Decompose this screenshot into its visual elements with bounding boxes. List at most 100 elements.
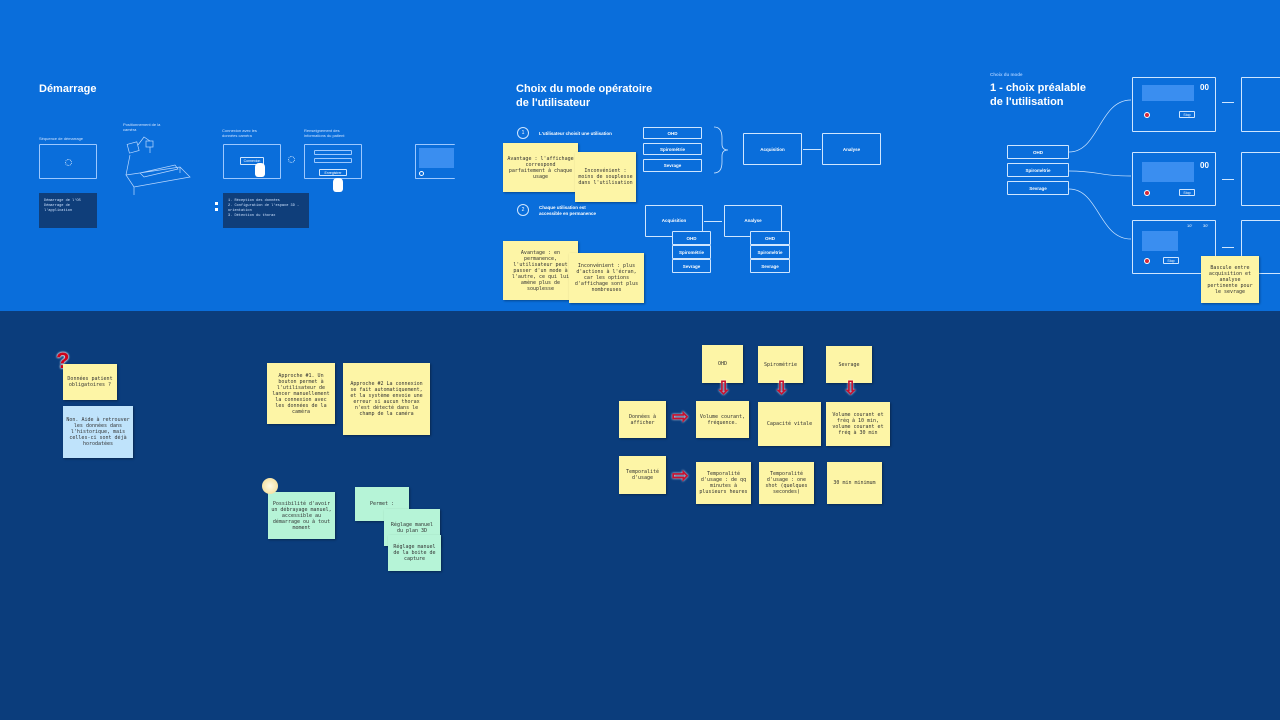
screen-connexion: Connexion — [223, 144, 281, 179]
radio-icon — [419, 171, 424, 176]
arrow-icon — [1222, 179, 1234, 180]
frame-title-line2: de l'utilisateur — [516, 97, 591, 109]
sticky-spiro-donnees[interactable]: Capacité vitale — [758, 402, 821, 446]
record-icon[interactable] — [1144, 190, 1150, 196]
mode-ohd[interactable]: OHD — [1007, 145, 1069, 159]
mode-sevrage: Sevrage — [643, 159, 702, 172]
patient-input-1[interactable] — [314, 150, 352, 155]
lightbulb-icon — [262, 478, 278, 494]
record-icon[interactable] — [1144, 112, 1150, 118]
frame-overline: Choix du mode — [990, 72, 1023, 77]
readout: 00 — [1200, 161, 1209, 170]
connexion-button[interactable]: Connexion — [240, 157, 264, 165]
label-sequence: Séquence de démarrage — [39, 136, 84, 141]
right-arrow-icon: ⇨ — [672, 406, 689, 428]
down-arrow-icon: ⇩ — [716, 378, 732, 398]
sticky-sevrage-temporalite[interactable]: 30 min minimum — [827, 462, 882, 504]
frame-title: Démarrage — [39, 83, 97, 95]
frame-title-line1: 1 - choix préalable — [990, 82, 1086, 94]
analyse-box: Analyse — [822, 133, 881, 165]
step-1-text: L'utilisateur choisit une utilisation — [539, 131, 612, 136]
down-arrow-icon: ⇩ — [774, 378, 790, 398]
more-icon — [215, 202, 218, 211]
step-2-text: Chaque utilisation est accessible en per… — [539, 205, 597, 216]
sticky-sevrage[interactable]: Sevrage — [826, 346, 872, 383]
stop-button[interactable]: Stop — [1179, 111, 1195, 118]
hand-pointer-icon — [255, 163, 265, 177]
stop-button[interactable]: Stop — [1179, 189, 1195, 196]
readout: 00 — [1200, 83, 1209, 92]
sticky-approche-2[interactable]: Approche #2 La connexion se fait automat… — [343, 363, 430, 435]
sticky-ohd-temporalite[interactable]: Temporalité d'usage : de qq minutes à pl… — [696, 462, 751, 504]
spirometrie-screen: 00 Stop — [1132, 152, 1216, 206]
hand-pointer-icon — [333, 178, 343, 192]
time-label: 30' — [1203, 223, 1209, 228]
sticky-question[interactable]: Données patient obligatoires ? — [63, 364, 117, 400]
camera-setup-illustration — [125, 136, 191, 195]
waveform-chart — [1142, 85, 1194, 101]
sticky-answer[interactable]: Non. Aide à retrouver les données dans l… — [63, 406, 133, 458]
sticky-temporalite-label[interactable]: Temporalité d'usage — [619, 456, 666, 494]
frame-title-line2: de l'utilisation — [990, 96, 1064, 108]
ohd-screen: 00 Stop — [1132, 77, 1216, 132]
patient-input-2[interactable] — [314, 158, 352, 163]
connector-curves — [1069, 99, 1132, 240]
sticky-ohd-donnees[interactable]: Volume courant, fréquence. — [696, 401, 749, 438]
sticky-approche-1[interactable]: Approche #1. Un bouton permet à l'utilis… — [267, 363, 335, 424]
brace-icon — [713, 126, 729, 174]
time-label: 10' — [1187, 223, 1193, 228]
waveform-chart — [1142, 162, 1194, 182]
arrow-icon — [704, 221, 722, 222]
stop-button[interactable]: Stop — [1163, 257, 1179, 264]
waveform-chart — [1142, 231, 1178, 251]
right-arrow-icon: ⇨ — [672, 465, 689, 487]
sticky-reglage-boite[interactable]: Réglage manuel de la boite de capture — [388, 535, 441, 571]
sticky-avantage-2[interactable]: Avantage : en permanence, l'utilisateur … — [503, 241, 578, 300]
spinner-icon — [288, 156, 295, 163]
mode-spirometrie[interactable]: Spirométrie — [1007, 163, 1069, 177]
analyse-screen — [1241, 220, 1280, 274]
arrow-icon — [1222, 247, 1234, 248]
analyse-screen — [1241, 77, 1280, 132]
acquisition-box: Acquisition — [743, 133, 802, 165]
down-arrow-icon: ⇩ — [843, 378, 859, 398]
label-connexion: Connexion avec les données caméra — [222, 128, 257, 138]
screen-patient-form: Enregistrer — [304, 144, 362, 179]
mode-spirometrie: Spirométrie — [643, 143, 702, 155]
mode-spirometrie: Spirométrie — [672, 245, 711, 259]
arrow-icon — [803, 149, 821, 150]
frame-title-line1: Choix du mode opératoire — [516, 83, 653, 95]
mode-spirometrie: Spirométrie — [750, 245, 790, 259]
mode-ohd: OHD — [750, 231, 790, 245]
step-1-badge: 1 — [517, 127, 529, 139]
sticky-donnees-label[interactable]: Données à afficher — [619, 401, 666, 438]
sticky-sevrage-donnees[interactable]: Volume courant et fréq à 10 min, volume … — [826, 402, 890, 446]
sticky-ohd[interactable]: OHD — [702, 345, 743, 383]
terminal-boot: Démarrage de l'OS Démarrage de l'applica… — [39, 193, 97, 228]
sticky-spiro-temporalite[interactable]: Temporalité d'usage : one shot (quelques… — [759, 462, 814, 504]
sticky-inconvenient-1[interactable]: Inconvénient : moins de souplesse dans l… — [575, 152, 636, 202]
mode-sevrage: Sevrage — [750, 259, 790, 273]
mode-sevrage[interactable]: Sevrage — [1007, 181, 1069, 195]
sticky-bascule[interactable]: Bascule entre acquisition et analyse per… — [1201, 256, 1259, 303]
preview-area — [419, 148, 454, 168]
record-icon[interactable] — [1144, 258, 1150, 264]
sticky-spirometrie[interactable]: Spirométrie — [758, 346, 803, 383]
terminal-connexion: 1. Réception des données 2. Configuratio… — [223, 193, 309, 228]
label-patient: Renseignement des informations du patien… — [304, 128, 345, 138]
enregistrer-button[interactable]: Enregistrer — [319, 169, 347, 176]
spinner-icon — [65, 159, 72, 166]
mode-ohd: OHD — [643, 127, 702, 139]
screen-partial — [415, 144, 455, 179]
sevrage-screen: 10' 30' Stop — [1132, 220, 1216, 274]
sticky-idea[interactable]: Possibilité d'avoir un débrayage manuel,… — [268, 492, 335, 539]
sticky-avantage-1[interactable]: Avantage : l'affichage correspond parfai… — [503, 143, 578, 192]
analyse-screen — [1241, 152, 1280, 206]
mode-ohd: OHD — [672, 231, 711, 245]
arrow-icon — [1222, 102, 1234, 103]
label-camera: Positionnement de la caméra — [123, 122, 161, 132]
step-2-badge: 2 — [517, 204, 529, 216]
sticky-inconvenient-2[interactable]: Inconvénient : plus d'actions à l'écran,… — [569, 253, 644, 303]
mode-sevrage: Sevrage — [672, 259, 711, 273]
screen-boot — [39, 144, 97, 179]
